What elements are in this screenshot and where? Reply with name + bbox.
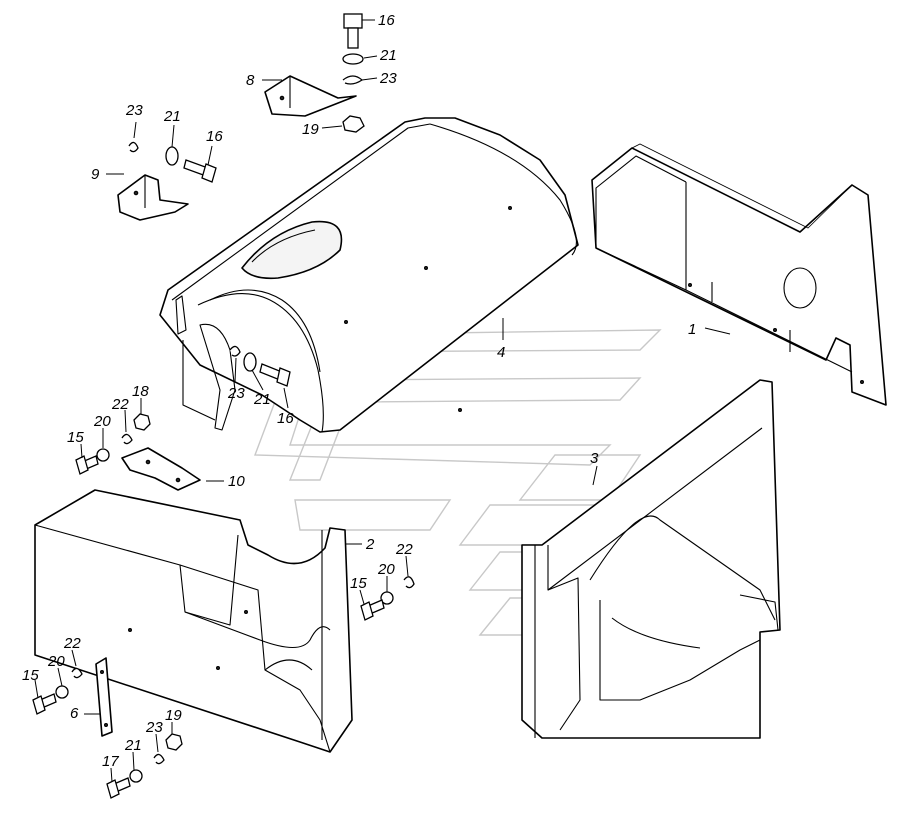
label-22-b: 22	[395, 541, 413, 558]
label-21-left: 21	[163, 108, 181, 125]
label-6: 6	[70, 705, 79, 722]
label-3: 3	[590, 450, 599, 467]
label-15-b: 15	[350, 575, 367, 592]
washer-21-cover	[243, 352, 257, 372]
label-23-cover: 23	[227, 385, 245, 402]
bracket-10	[121, 447, 201, 491]
bracket-9	[117, 174, 189, 221]
label-10: 10	[228, 473, 245, 490]
label-15-c: 15	[22, 667, 39, 684]
nut-19-top	[342, 115, 365, 133]
lockwasher-23-left	[128, 141, 139, 153]
label-9: 9	[91, 166, 100, 183]
label-16-left: 16	[206, 128, 223, 145]
lockwasher-23-top	[342, 75, 364, 85]
strap-6	[95, 657, 113, 737]
label-8: 8	[246, 72, 255, 89]
label-22-c: 22	[63, 635, 81, 652]
label-21-cover: 21	[253, 391, 271, 408]
panel-3	[521, 379, 781, 739]
nut-19-bottom	[165, 733, 183, 751]
label-18: 18	[132, 383, 149, 400]
bolt-16-cover	[259, 363, 291, 387]
label-17: 17	[102, 753, 119, 770]
label-4: 4	[497, 344, 505, 361]
bolt-15-b	[360, 599, 385, 621]
panel-1	[591, 143, 887, 406]
washer-20-c	[55, 685, 69, 699]
label-15-a: 15	[67, 429, 84, 446]
label-23-bottom: 23	[145, 719, 163, 736]
lockwasher-22-c	[71, 667, 83, 679]
bolt-15-c	[32, 693, 57, 715]
label-20-a: 20	[93, 413, 111, 430]
label-23-top: 23	[379, 70, 397, 87]
label-20-c: 20	[47, 653, 65, 670]
label-23-left: 23	[125, 102, 143, 119]
label-16-cover: 16	[277, 410, 294, 427]
bolt-17	[106, 777, 131, 799]
label-1: 1	[688, 321, 696, 338]
label-20-b: 20	[377, 561, 395, 578]
callout-labels: 16 21 23 8 19 23 21 16 9 1 4 23 21 16 18…	[22, 12, 696, 770]
leader-lines	[34, 19, 731, 783]
panel-2	[34, 489, 353, 753]
bracket-8	[264, 75, 357, 117]
label-21-bottom: 21	[124, 737, 142, 754]
lockwasher-23-bottom	[153, 753, 165, 765]
bolt-16-top	[343, 13, 363, 49]
label-2: 2	[365, 536, 375, 553]
bolt-16-left	[183, 159, 217, 183]
washer-21-top	[342, 53, 364, 65]
bolt-15-a	[75, 455, 99, 475]
nut-18	[133, 413, 151, 431]
lockwasher-22-a	[121, 433, 133, 445]
lockwasher-23-cover	[229, 345, 241, 357]
washer-20-a	[96, 448, 110, 462]
label-22-a: 22	[111, 396, 129, 413]
label-21-top: 21	[379, 47, 397, 64]
lockwasher-22-b	[403, 576, 415, 589]
cover-4	[159, 117, 579, 433]
label-19-top: 19	[302, 121, 319, 138]
label-19-bottom: 19	[165, 707, 182, 724]
label-16-top: 16	[378, 12, 395, 29]
washer-21-left	[165, 146, 179, 166]
washer-21-bottom	[129, 769, 143, 783]
